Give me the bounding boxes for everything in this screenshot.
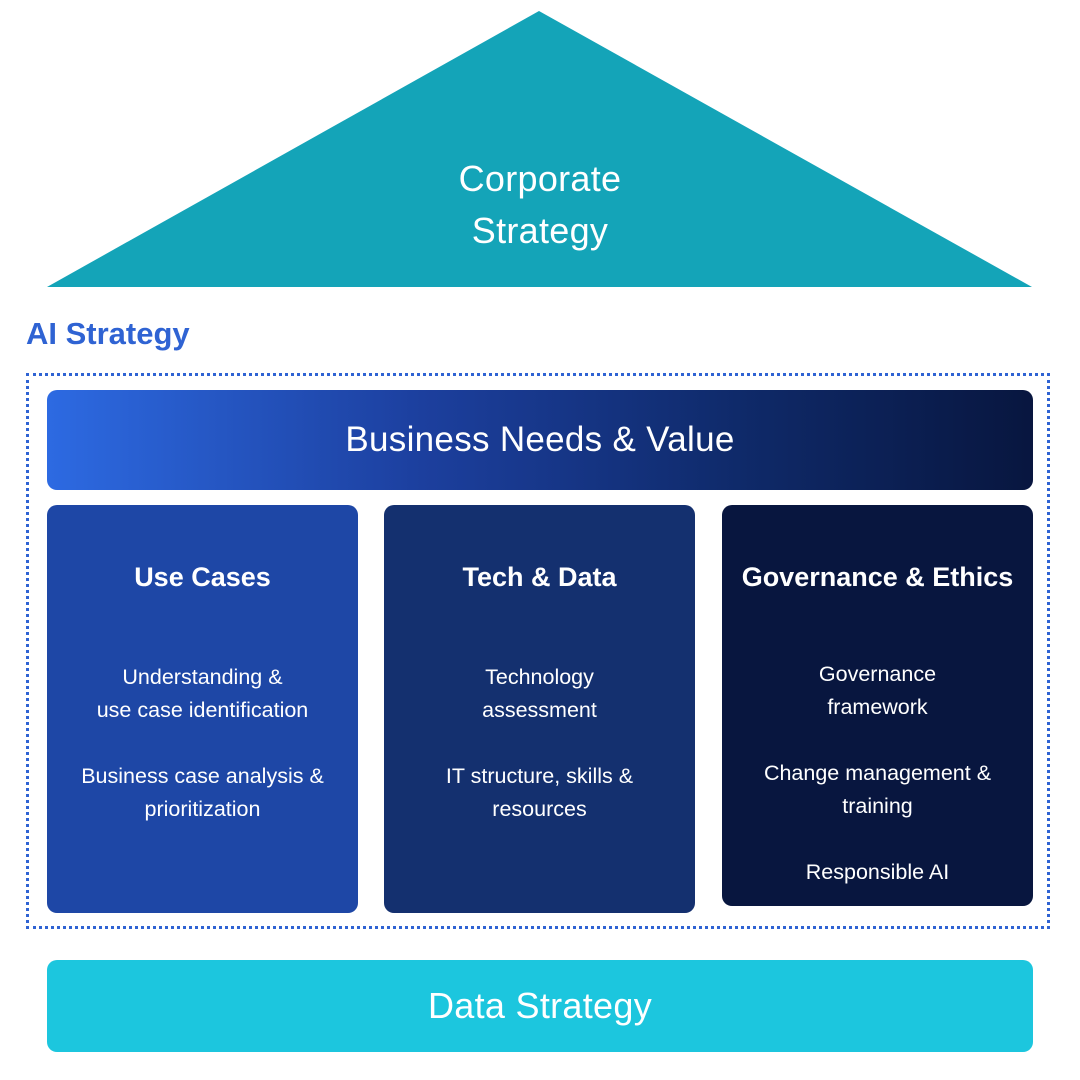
pillar-item-line: Governance xyxy=(818,662,937,686)
pillar-item: Understanding & use case identification xyxy=(57,661,348,727)
pillar-item: Governance framework xyxy=(732,658,1023,724)
pillar-item-line: Business case analysis & xyxy=(81,764,324,788)
pillar-item: IT structure, skills & resources xyxy=(394,760,685,826)
pillar-item-line: use case identification xyxy=(96,698,309,722)
pillar-item-line: assessment xyxy=(482,698,597,722)
pillar-item-line: Technology xyxy=(485,665,594,689)
pillar-item-line: Responsible AI xyxy=(805,860,950,884)
pillar-item: Change management & training xyxy=(732,757,1023,823)
pillar-item-line: Understanding & xyxy=(122,665,283,689)
corporate-strategy-line-2: Strategy xyxy=(471,210,609,251)
pillar-item: Technology assessment xyxy=(394,661,685,727)
corporate-strategy-title: Corporate Strategy xyxy=(340,153,740,257)
pillar-item-line: resources xyxy=(492,797,587,821)
data-strategy-banner: Data Strategy xyxy=(47,960,1033,1052)
pillar-item-line: Change management & xyxy=(763,761,992,785)
pillar-items: Technology assessment IT structure, skil… xyxy=(394,661,685,859)
pillar-tech-data: Tech & Data Technology assessment IT str… xyxy=(384,505,695,913)
business-needs-banner: Business Needs & Value xyxy=(47,390,1033,490)
pillar-item-line: prioritization xyxy=(144,797,261,821)
ai-strategy-label: AI Strategy xyxy=(26,316,190,351)
roof-triangle xyxy=(47,11,1032,287)
pillar-item: Business case analysis & prioritization xyxy=(57,760,348,826)
pillar-item-line: training xyxy=(842,794,913,818)
pillar-items: Governance framework Change management &… xyxy=(732,658,1023,922)
pillar-title: Governance & Ethics xyxy=(741,562,1014,592)
pillar-items: Understanding & use case identification … xyxy=(57,661,348,859)
pillar-item: Responsible AI xyxy=(732,856,1023,889)
corporate-strategy-line-1: Corporate xyxy=(458,158,622,199)
pillar-item-line: framework xyxy=(827,695,928,719)
corporate-strategy-roof: Corporate Strategy xyxy=(0,0,1080,300)
pillar-item-line: IT structure, skills & xyxy=(445,764,634,788)
pillar-use-cases: Use Cases Understanding & use case ident… xyxy=(47,505,358,913)
ai-strategy-frame xyxy=(26,373,1050,929)
pillar-title: Use Cases xyxy=(134,562,271,592)
data-strategy-label: Data Strategy xyxy=(427,985,652,1026)
pillar-governance-ethics: Governance & Ethics Governance framework… xyxy=(722,505,1033,906)
business-needs-label: Business Needs & Value xyxy=(345,420,735,459)
pillar-title: Tech & Data xyxy=(462,562,617,592)
